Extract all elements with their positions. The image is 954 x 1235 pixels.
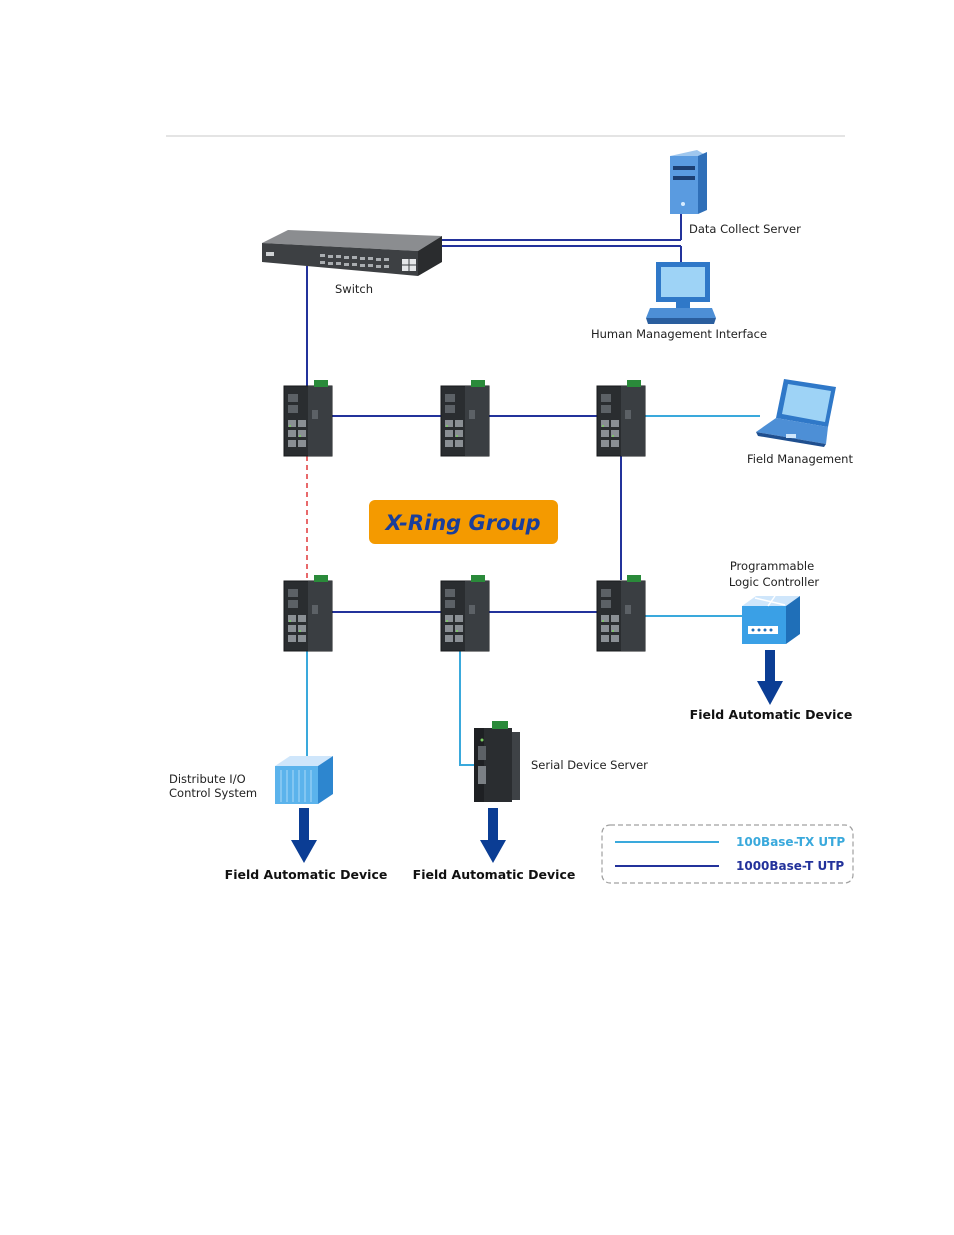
- label-hmi: Human Management Interface: [591, 327, 767, 341]
- label-dio-line2: Control System: [169, 786, 257, 800]
- io-module-icon: [275, 756, 333, 804]
- legend-label-100base-tx: 100Base-TX UTP: [736, 835, 845, 849]
- label-dio-line1: Distribute I/O: [169, 772, 246, 786]
- label-field-device-dio: Field Automatic Device: [225, 867, 388, 882]
- ring-switch-bottom-right: [597, 575, 645, 651]
- ring-switch-bottom-left: [284, 575, 332, 651]
- rack-switch-icon: [262, 230, 442, 276]
- ring-switch-top-right: [597, 380, 645, 456]
- ring-switch-top-middle: [441, 380, 489, 456]
- label-plc-line1: Programmable: [730, 559, 814, 573]
- label-data-collect-server: Data Collect Server: [689, 222, 801, 236]
- dio-down-arrow: [291, 808, 317, 863]
- laptop-icon: [756, 379, 836, 447]
- link-serial-server: [460, 650, 476, 765]
- serial-down-arrow: [480, 808, 506, 863]
- label-serial-device-server: Serial Device Server: [531, 758, 648, 772]
- x-ring-badge: X-Ring Group: [369, 500, 558, 544]
- label-field-management: Field Management: [747, 452, 853, 466]
- x-ring-label: X-Ring Group: [383, 511, 540, 535]
- legend-label-1000base-t: 1000Base-T UTP: [736, 859, 844, 873]
- legend: 100Base-TX UTP 1000Base-T UTP: [602, 825, 853, 883]
- ring-switch-top-left: [284, 380, 332, 456]
- plc-icon: [742, 596, 800, 644]
- plc-down-arrow: [757, 650, 783, 705]
- label-field-device-plc: Field Automatic Device: [690, 707, 853, 722]
- serial-server-icon: [474, 721, 520, 802]
- desktop-computer-icon: [646, 262, 716, 324]
- ring-switch-bottom-middle: [441, 575, 489, 651]
- label-field-device-serial: Field Automatic Device: [413, 867, 576, 882]
- label-plc-line2: Logic Controller: [729, 575, 820, 589]
- server-icon: [670, 150, 707, 214]
- label-switch: Switch: [335, 282, 373, 296]
